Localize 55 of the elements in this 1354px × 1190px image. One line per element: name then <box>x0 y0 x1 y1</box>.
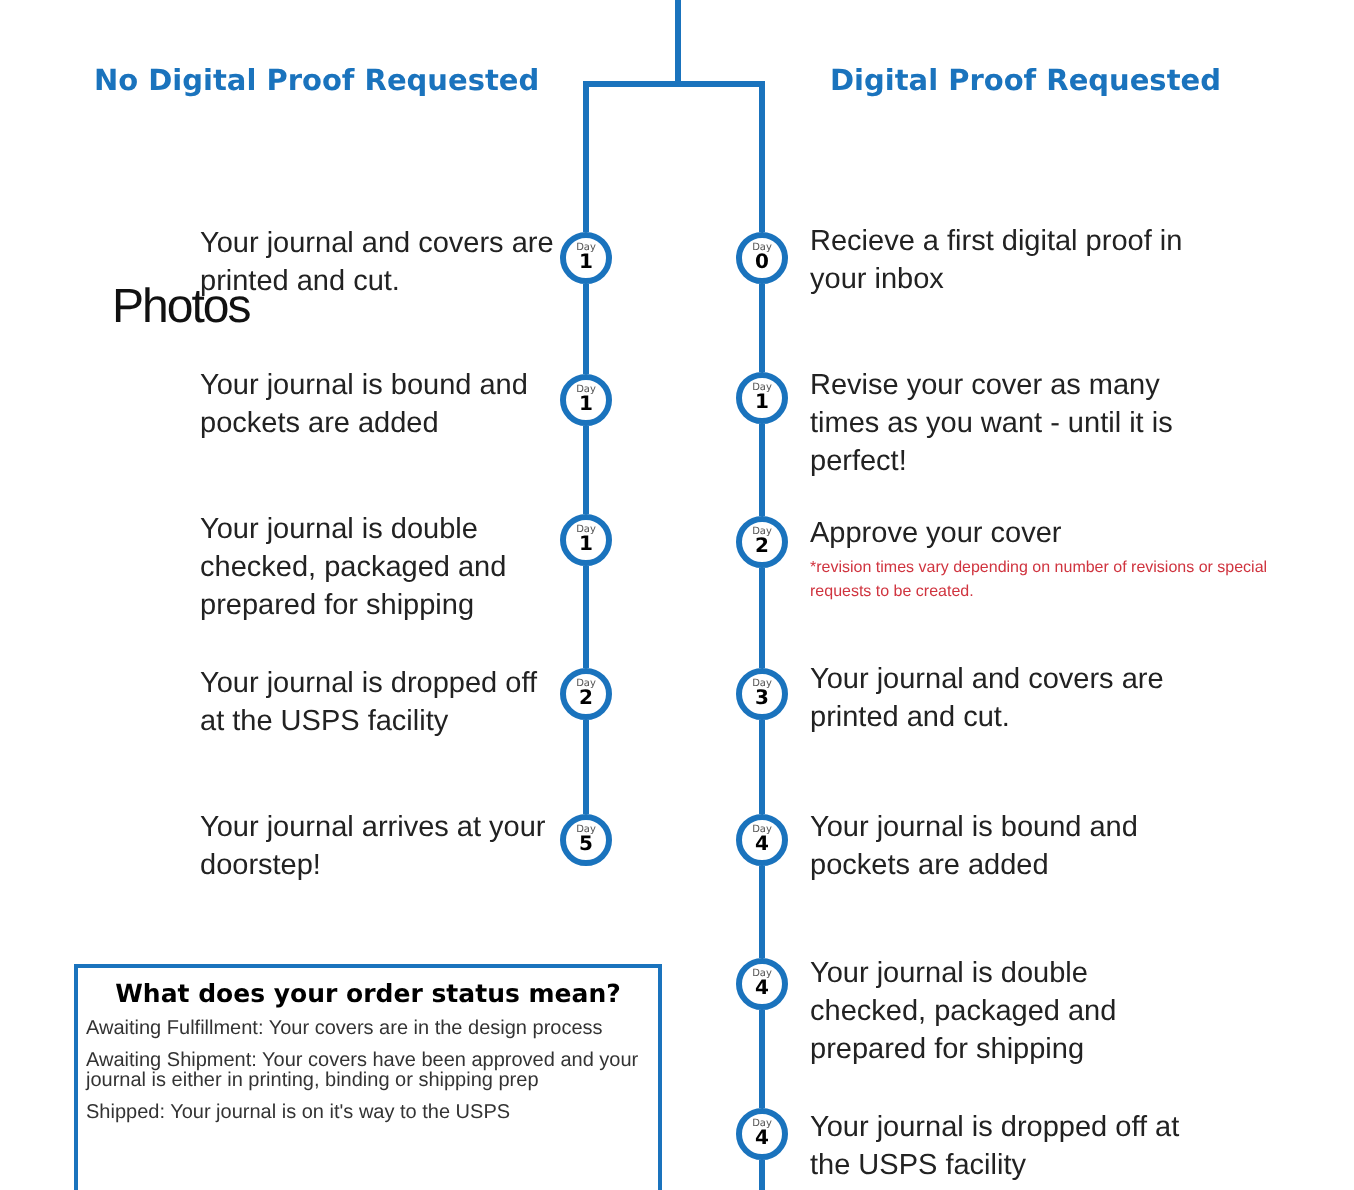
connector-line <box>675 0 765 232</box>
day-number: 2 <box>579 689 593 709</box>
day-marker <box>736 516 788 568</box>
day-number: 0 <box>755 253 769 273</box>
connector-line <box>583 720 589 814</box>
step-description: Recieve a first digital proof in your inbox <box>810 224 1185 300</box>
day-marker <box>736 814 788 866</box>
connector-line <box>759 866 765 958</box>
status-legend-panel <box>74 964 662 1190</box>
panel-title: What does your order status mean? <box>113 978 623 1008</box>
step-description: Your journal arrives at your doorstep! <box>200 810 548 886</box>
connector-line <box>759 1160 765 1190</box>
connector-line <box>759 1010 765 1108</box>
day-marker <box>736 1108 788 1160</box>
step-description: Your journal is dropped off at the USPS facility <box>200 666 539 742</box>
day-marker <box>560 514 612 566</box>
step-description: Your journal is double checked, packaged and prepared for shipping <box>200 512 509 626</box>
day-marker <box>736 372 788 424</box>
day-number: 1 <box>755 393 769 413</box>
status-description: Awaiting Shipment: Your covers have been approved and your journal is either in printing, binding or shipping prep <box>86 1052 641 1092</box>
step-description: Your journal is bound and pockets are added <box>200 368 530 444</box>
step-description: Revise your cover as many times as you want - until it is perfect! <box>810 368 1175 482</box>
day-number: 2 <box>755 537 769 557</box>
day-number: 1 <box>579 535 593 555</box>
column-heading: Digital Proof Requested <box>830 66 1221 98</box>
step-description: Approve your cover <box>810 516 1064 554</box>
status-description: Awaiting Fulfillment: Your covers are in the design process <box>86 1020 605 1040</box>
step-description: Your journal is double checked, packaged and prepared for shipping <box>810 956 1119 1070</box>
step-description: Your journal and covers are printed and cut. <box>810 662 1166 738</box>
connector-line <box>759 424 765 516</box>
column-heading: No Digital Proof Requested <box>94 66 540 98</box>
day-marker <box>560 668 612 720</box>
day-marker <box>736 668 788 720</box>
connector-line <box>759 720 765 814</box>
status-description: Shipped: Your journal is on it's way to the USPS <box>86 1104 513 1124</box>
connector-line <box>759 568 765 668</box>
day-number: 1 <box>579 253 593 273</box>
day-marker <box>736 232 788 284</box>
footnote: *revision times vary depending on number of revisions or special requests to be created. <box>810 556 1270 604</box>
day-marker <box>736 958 788 1010</box>
connector-line <box>583 284 589 374</box>
step-description: Your journal is bound and pockets are added <box>810 810 1140 886</box>
step-description: Your journal is dropped off at the USPS facility <box>810 1110 1182 1186</box>
connector-line <box>583 566 589 668</box>
day-number: 4 <box>755 835 769 855</box>
day-number: 4 <box>755 979 769 999</box>
day-number: 5 <box>579 835 593 855</box>
day-marker <box>560 374 612 426</box>
day-marker <box>560 814 612 866</box>
connector-line <box>759 284 765 372</box>
day-number: 1 <box>579 395 593 415</box>
day-number: 3 <box>755 689 769 709</box>
connector-line <box>583 426 589 514</box>
day-number: 4 <box>755 1129 769 1149</box>
day-marker <box>560 232 612 284</box>
